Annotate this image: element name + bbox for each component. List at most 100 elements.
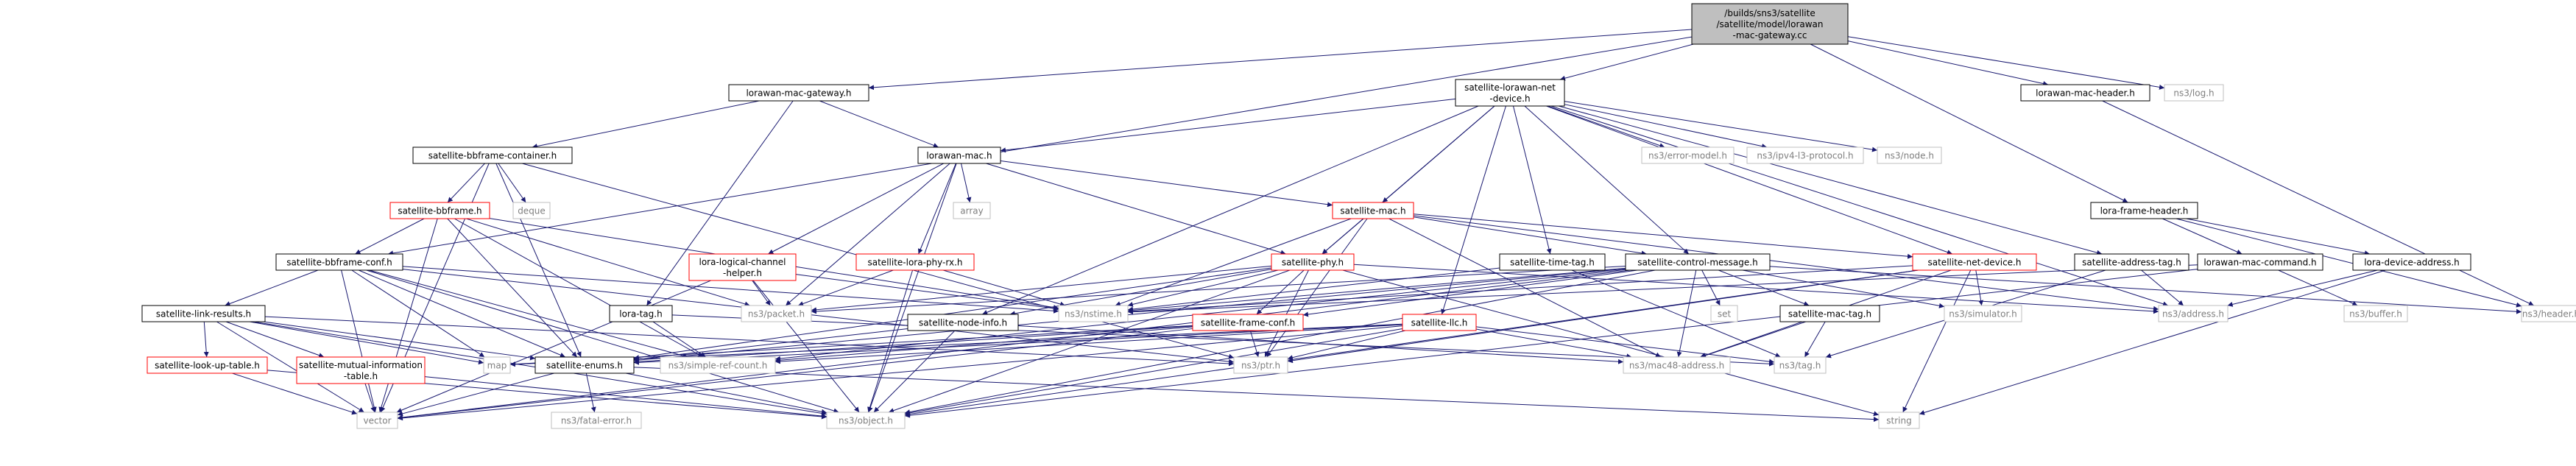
node-box (660, 356, 776, 374)
node-label-line: ns3/simulator.h (1949, 309, 2016, 320)
node-root[interactable]: /builds/sns3/satellite/satellite/model/l… (1691, 3, 1849, 45)
node-smi_h[interactable]: satellite-mutual-information-table.h (296, 356, 426, 384)
node-label-line: lora-logical-channel (699, 257, 786, 267)
node-box (2521, 305, 2576, 322)
node-label-line: satellite-lorawan-net (1464, 82, 1556, 93)
edge-sllc_h-to-tag_h (1475, 326, 1775, 364)
node-sbconf_h[interactable]: satellite-bbframe-conf.h (275, 253, 403, 271)
node-label-line: ns3/packet.h (748, 309, 805, 320)
edge-line (1127, 267, 1500, 312)
node-lmc_h[interactable]: lorawan-mac-command.h (2197, 253, 2323, 271)
edge-line (2278, 269, 2358, 306)
node-lmh_h[interactable]: lorawan-mac-header.h (2020, 84, 2150, 102)
edge-line (646, 100, 794, 306)
edge-slnd_h-to-errm_h (1547, 105, 1665, 148)
node-addr_h: ns3/address.h (2158, 305, 2229, 322)
node-label-line: /builds/sns3/satellite (1724, 8, 1815, 18)
node-label-line: vector (363, 416, 391, 426)
edge-line (867, 269, 914, 413)
node-label-line: satellite-phy.h (1282, 258, 1344, 268)
edge-line (904, 328, 1403, 416)
edge-sfc_h-to-se_h (633, 325, 1193, 364)
node-box (1499, 253, 1606, 271)
edge-slr_h-to-slut_h (203, 321, 209, 358)
edge-smac_h-to-mac48_h (1388, 218, 1662, 358)
node-sbf_h[interactable]: satellite-bbframe.h (389, 202, 490, 219)
edge-line (652, 321, 706, 358)
edge-line (1475, 328, 1632, 359)
edge-scm_h-to-packet_h (811, 265, 1626, 314)
node-box (688, 253, 797, 281)
edge-line (355, 218, 425, 255)
node-sbc_h[interactable]: satellite-bbframe-container.h (412, 146, 573, 164)
edge-line (466, 218, 750, 307)
edge-line (1564, 104, 1768, 149)
edge-line (1266, 218, 1368, 358)
edge-line (819, 100, 939, 148)
edge-scm_h-to-hdr_h (1769, 266, 2522, 314)
node-sllc_h[interactable]: satellite-llc.h (1402, 314, 1477, 331)
node-sphy_h[interactable]: satellite-phy.h (1271, 253, 1355, 271)
node-box (2352, 253, 2471, 271)
edge-line (2186, 218, 2370, 256)
node-label-line: satellite-mutual-information (299, 360, 423, 370)
edge-sphy_h-to-se_h (633, 267, 1272, 361)
node-slnd_h[interactable]: satellite-lorawan-net-device.h (1455, 79, 1565, 107)
node-lm_h[interactable]: lorawan-mac.h (917, 146, 1001, 164)
node-sni_h[interactable]: satellite-node-info.h (907, 314, 1019, 331)
edge-slprx_h-to-packet_h (797, 269, 894, 306)
edge-slnd_h-to-sni_h (982, 105, 1479, 315)
node-box (907, 314, 1019, 331)
edge-scm_h-to-sim_h (1742, 269, 1945, 308)
edge-se_h-to-fatal_h (585, 373, 596, 413)
node-se_h[interactable]: satellite-enums.h (534, 356, 635, 374)
node-lmg_h[interactable]: lorawan-mac-gateway.h (728, 84, 869, 102)
node-lfh_h[interactable]: lora-frame-header.h (2090, 202, 2198, 219)
edge-line (633, 268, 1626, 363)
edge-line (774, 326, 1193, 363)
node-box (1641, 146, 1735, 164)
edge-scm_h-to-se_h (633, 268, 1626, 363)
node-smac_h[interactable]: satellite-mac.h (1332, 202, 1414, 219)
node-sat_h[interactable]: satellite-address-tag.h (2074, 253, 2189, 271)
edge-lm_h-to-array (961, 163, 972, 203)
edge-lm_h-to-smac_h (1000, 160, 1333, 208)
node-llch_h[interactable]: lora-logical-channel-helper.h (688, 253, 797, 281)
node-label-line: -table.h (344, 371, 378, 381)
edge-sphy_h-to-packet_h (811, 265, 1272, 313)
edge-line (1127, 264, 2198, 315)
node-mac48_h: ns3/mac48-address.h (1623, 356, 1731, 374)
node-label-line: satellite-node-info.h (919, 318, 1007, 328)
node-ltag_h[interactable]: lora-tag.h (609, 305, 673, 322)
edge-sllc_h-to-mac48_h (1475, 328, 1632, 359)
node-lda_h[interactable]: lora-device-address.h (2352, 253, 2471, 271)
node-sfc_h[interactable]: satellite-frame-conf.h (1192, 314, 1304, 331)
edge-line (1550, 105, 2169, 307)
edge-line (1353, 264, 2159, 314)
edge-line (1546, 105, 1952, 255)
node-box (512, 202, 551, 219)
node-scm_h[interactable]: satellite-control-message.h (1625, 253, 1771, 271)
edge-line (358, 269, 566, 358)
edge-slnd_h-to-ipv4_h (1564, 104, 1768, 149)
edge-line (1388, 218, 1662, 358)
node-smt_h[interactable]: satellite-mac-tag.h (1779, 305, 1880, 322)
node-label-line: satellite-frame-conf.h (1201, 318, 1295, 328)
node-box (741, 305, 812, 322)
edge-sfc_h-to-vector (397, 328, 1193, 420)
node-slprx_h[interactable]: satellite-lora-phy-rx.h (855, 253, 975, 271)
node-box (2158, 305, 2229, 322)
edge-sllc_h-to-vector (397, 325, 1403, 421)
node-stt_h[interactable]: satellite-time-tag.h (1499, 253, 1606, 271)
node-label-line: map (487, 361, 507, 371)
node-slr_h[interactable]: satellite-link-results.h (141, 305, 266, 322)
node-box (1710, 305, 1738, 322)
edge-line (1302, 269, 1638, 317)
edge-line (351, 269, 485, 358)
edge-line (1975, 269, 1984, 306)
edge-line (1558, 105, 2103, 255)
node-snd_h[interactable]: satellite-net-device.h (1912, 253, 2037, 271)
edge-llch_h-to-nstime_h (795, 274, 1059, 311)
node-slut_h[interactable]: satellite-look-up-table.h (147, 356, 268, 374)
edge-line (1287, 269, 1919, 364)
